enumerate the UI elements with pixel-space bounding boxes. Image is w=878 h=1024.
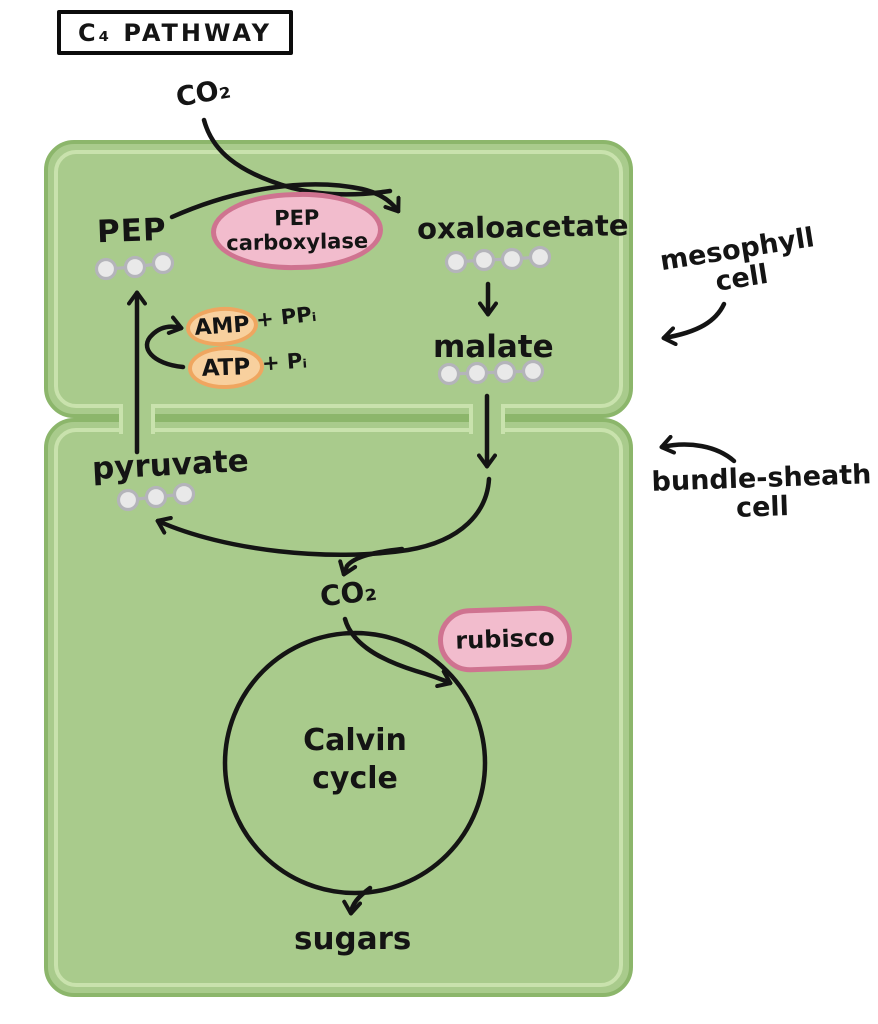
mesophyll-cell-membrane <box>54 150 623 408</box>
co2-released-label: CO₂ <box>318 573 379 614</box>
carbon-atom <box>521 359 545 383</box>
pep-carboxylase-label-line1: PEP <box>273 206 320 231</box>
calvin-cycle-label: Calvin cycle <box>255 722 455 797</box>
pep-label: PEP <box>96 211 168 251</box>
bundle-sheath-pointer-arrow <box>659 434 737 464</box>
co2-entry-curve <box>201 117 393 197</box>
rubisco-label: rubisco <box>454 623 556 655</box>
carbon-atom <box>472 248 496 272</box>
carbon-atom <box>493 360 517 384</box>
calvin-cycle-label-line1: Calvin <box>303 723 407 758</box>
calvin-to-sugars-arrow <box>342 885 373 916</box>
pep-to-oxaloacetate-arrow <box>169 182 401 220</box>
diagram-title: C₄ PATHWAY <box>57 10 293 55</box>
carbon-atom <box>123 255 147 279</box>
carbon-atom <box>437 362 461 386</box>
bundle-sheath-cell-membrane <box>54 428 623 987</box>
co2-to-calvin-arrow <box>342 616 453 689</box>
sugars-label: sugars <box>294 921 412 957</box>
carbon-atom <box>94 257 118 281</box>
malate-molecule <box>437 359 545 386</box>
to-pyruvate-curve-arrow <box>155 476 492 557</box>
mesophyll-pointer-arrow <box>661 301 727 347</box>
carbon-atom <box>116 488 140 512</box>
carbon-atom <box>172 482 196 506</box>
rubisco-enzyme-bubble: rubisco <box>436 604 574 674</box>
malate-label: malate <box>433 329 554 365</box>
pyruvate-molecule <box>116 482 196 512</box>
carbon-atom <box>465 361 489 385</box>
oxaloacetate-molecule <box>444 245 552 274</box>
bundle-note-line2: cell <box>735 491 790 525</box>
carbon-atom <box>444 250 468 274</box>
atp-to-amp-arrow <box>144 315 186 370</box>
atp-product-label: + Pᵢ <box>261 348 308 376</box>
bundle-sheath-cell-shape <box>44 418 633 997</box>
co2-release-arrow <box>338 546 405 577</box>
bundle-sheath-cell-note: bundle-sheath cell <box>647 459 877 526</box>
pep-carboxylase-label-line2: carboxylase <box>226 228 369 256</box>
carbon-atom <box>528 245 552 269</box>
carbon-atom <box>151 251 175 275</box>
atp-label: ATP <box>201 353 251 382</box>
amp-label: AMP <box>193 312 251 341</box>
calvin-cycle-circle <box>222 630 488 896</box>
oxaloacetate-label: oxaloacetate <box>416 208 629 246</box>
pep-molecule <box>94 251 175 281</box>
calvin-cycle-label-line2: cycle <box>312 760 398 796</box>
carbon-atom <box>500 247 524 271</box>
carbon-atom <box>144 485 168 509</box>
